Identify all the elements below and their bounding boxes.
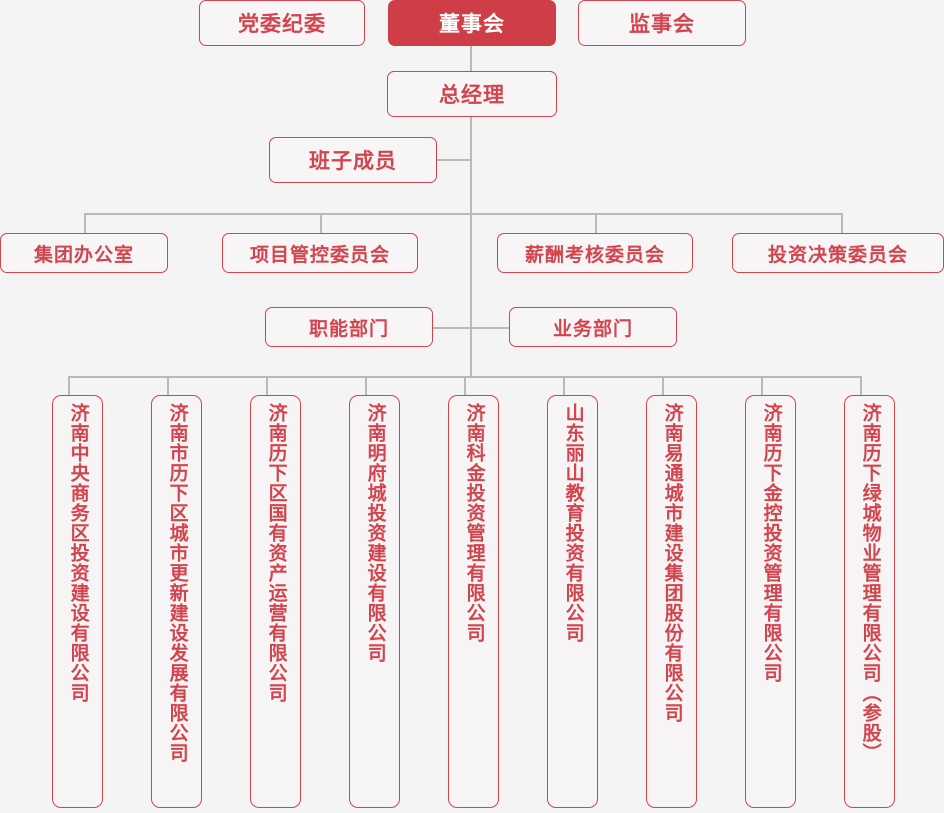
node-subsidiary-9-label: 济南历下绿城物业管理有限公司（参股）: [859, 403, 881, 763]
connector-gm-trunk: [470, 117, 472, 377]
node-committee-project-control[interactable]: 项目管控委员会: [222, 233, 418, 273]
connector-committee-drop-4: [841, 213, 843, 233]
node-committee-group-office-label: 集团办公室: [33, 244, 134, 266]
node-subsidiary-2[interactable]: 济南市历下区城市更新建设发展有限公司: [151, 395, 202, 808]
node-supervisory-board[interactable]: 监事会: [578, 0, 746, 46]
node-business-department-label: 业务部门: [552, 318, 633, 340]
node-subsidiary-6[interactable]: 山东丽山教育投资有限公司: [547, 395, 598, 808]
node-subsidiary-3[interactable]: 济南历下区国有资产运营有限公司: [250, 395, 301, 808]
node-business-department[interactable]: 业务部门: [509, 307, 677, 347]
node-subsidiary-3-label: 济南历下区国有资产运营有限公司: [265, 403, 287, 703]
node-general-manager[interactable]: 总经理: [387, 71, 557, 117]
connector-subsidiary-drop-9: [860, 376, 862, 395]
node-subsidiary-8[interactable]: 济南历下金控投资管理有限公司: [745, 395, 796, 808]
node-board-of-directors-label: 董事会: [439, 13, 505, 36]
connector-subsidiary-drop-1: [68, 376, 70, 395]
node-subsidiary-4[interactable]: 济南明府城投资建设有限公司: [349, 395, 400, 808]
connector-committee-drop-3: [595, 213, 597, 233]
node-committee-compensation-review-label: 薪酬考核委员会: [524, 244, 665, 266]
connector-subsidiary-drop-6: [563, 376, 565, 395]
node-board-of-directors[interactable]: 董事会: [388, 0, 556, 46]
node-committee-project-control-label: 项目管控委员会: [249, 244, 390, 266]
node-subsidiary-1-label: 济南中央商务区投资建设有限公司: [67, 403, 89, 703]
node-committee-investment-decision[interactable]: 投资决策委员会: [732, 233, 944, 273]
node-party-committee-label: 党委纪委: [238, 13, 326, 36]
connector-business-dept-stub: [471, 327, 509, 329]
connector-subsidiary-drop-5: [464, 376, 466, 395]
node-team-members[interactable]: 班子成员: [269, 137, 437, 183]
connector-functional-dept-stub: [433, 327, 471, 329]
connector-subsidiary-drop-3: [266, 376, 268, 395]
node-subsidiary-7[interactable]: 济南易通城市建设集团股份有限公司: [646, 395, 697, 808]
connector-subsidiary-drop-2: [167, 376, 169, 395]
connector-committee-drop-1: [84, 213, 86, 233]
node-general-manager-label: 总经理: [439, 84, 505, 107]
node-committee-group-office[interactable]: 集团办公室: [0, 233, 168, 273]
node-party-committee[interactable]: 党委纪委: [199, 0, 365, 46]
connector-subsidiary-drop-7: [662, 376, 664, 395]
connector-subsidiary-drop-4: [365, 376, 367, 395]
node-supervisory-board-label: 监事会: [629, 13, 695, 36]
connector-committee-bus: [85, 213, 843, 215]
node-subsidiary-6-label: 山东丽山教育投资有限公司: [562, 403, 584, 643]
node-subsidiary-5-label: 济南科金投资管理有限公司: [463, 403, 485, 643]
node-committee-compensation-review[interactable]: 薪酬考核委员会: [497, 233, 693, 273]
node-subsidiary-1[interactable]: 济南中央商务区投资建设有限公司: [52, 395, 103, 808]
connector-board-to-gm: [470, 46, 472, 71]
node-committee-investment-decision-label: 投资决策委员会: [767, 244, 908, 266]
node-subsidiary-5[interactable]: 济南科金投资管理有限公司: [448, 395, 499, 808]
node-functional-department[interactable]: 职能部门: [265, 307, 433, 347]
connector-team-members-stub: [437, 159, 471, 161]
node-subsidiary-8-label: 济南历下金控投资管理有限公司: [760, 403, 782, 683]
node-team-members-label: 班子成员: [309, 150, 397, 173]
connector-subsidiary-drop-8: [761, 376, 763, 395]
connector-committee-drop-2: [320, 213, 322, 233]
node-subsidiary-4-label: 济南明府城投资建设有限公司: [364, 403, 386, 663]
node-functional-department-label: 职能部门: [308, 318, 389, 340]
node-subsidiary-7-label: 济南易通城市建设集团股份有限公司: [661, 403, 683, 723]
node-subsidiary-2-label: 济南市历下区城市更新建设发展有限公司: [166, 403, 188, 763]
node-subsidiary-9[interactable]: 济南历下绿城物业管理有限公司（参股）: [844, 395, 895, 808]
